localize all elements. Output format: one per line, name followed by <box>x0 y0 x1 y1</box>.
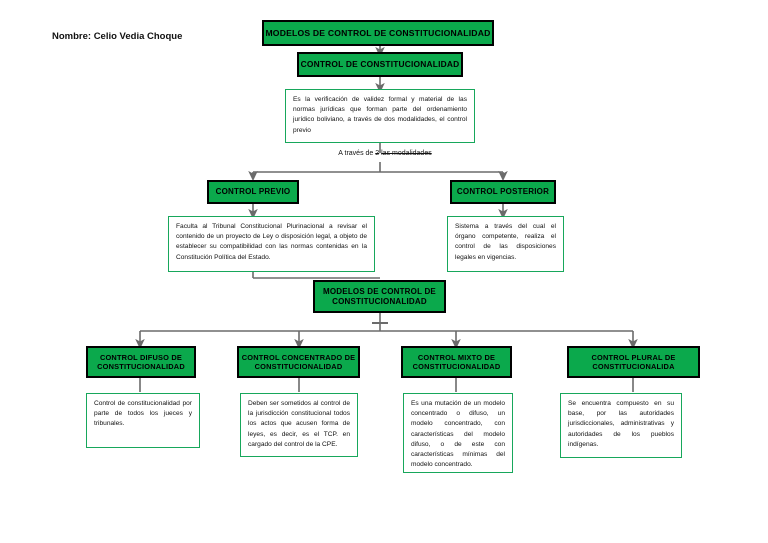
description-control-concentrado: Deben ser sometidos al control de la jur… <box>240 393 358 457</box>
node-control-posterior[interactable]: CONTROL POSTERIOR <box>450 180 556 204</box>
divider-dash <box>372 322 388 324</box>
node-modelos-de-control[interactable]: MODELOS DE CONTROL DE CONSTITUCIONALIDAD <box>313 280 446 313</box>
node-control-mixto[interactable]: CONTROL MIXTO DE CONSTITUCIONALIDAD <box>401 346 512 378</box>
student-name-label: Nombre: Celio Vedia Choque <box>52 31 183 42</box>
description-control-posterior: Sistema a través del cual el órgano comp… <box>447 216 564 272</box>
caption-modalidades: A través de 2 las modalidades <box>300 150 470 157</box>
description-control-previo: Faculta al Tribunal Constitucional Pluri… <box>168 216 375 272</box>
description-control-plural: Se encuentra compuesto en su base, por l… <box>560 393 682 458</box>
caption-modalidades-struck: 2 <box>375 150 380 157</box>
description-root: Es la verificación de validez formal y m… <box>285 89 475 143</box>
node-title[interactable]: MODELOS DE CONTROL DE CONSTITUCIONALIDAD <box>262 20 494 46</box>
caption-modalidades-prefix: A través de <box>338 150 374 157</box>
node-control-de-constitucionalidad[interactable]: CONTROL DE CONSTITUCIONALIDAD <box>297 52 463 77</box>
caption-modalidades-suffix: las modalidades <box>381 150 432 157</box>
node-control-concentrado[interactable]: CONTROL CONCENTRADO DE CONSTITUCIONALIDA… <box>237 346 360 378</box>
node-control-plural[interactable]: CONTROL PLURAL DE CONSTITUCIONALIDA <box>567 346 700 378</box>
node-control-difuso[interactable]: CONTROL DIFUSO DE CONSTITUCIONALIDAD <box>86 346 196 378</box>
node-control-previo[interactable]: CONTROL PREVIO <box>207 180 299 204</box>
description-control-difuso: Control de constitucionalidad por parte … <box>86 393 200 448</box>
description-control-mixto: Es una mutación de un modelo concentrado… <box>403 393 513 473</box>
